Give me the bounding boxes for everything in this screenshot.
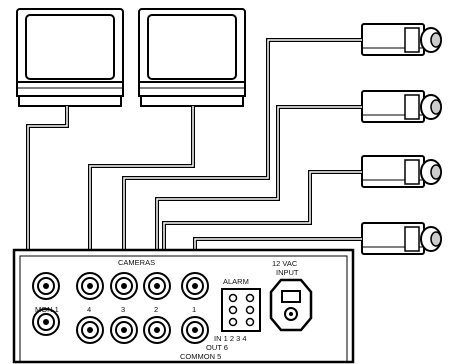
bnc-connector	[181, 316, 209, 344]
camera-2	[361, 90, 442, 123]
power-label: INPUT	[276, 268, 299, 277]
power-connector	[269, 278, 313, 332]
mon-label: MON 1	[35, 305, 59, 314]
monitor-2	[138, 8, 246, 107]
common-label: COMMON 5	[180, 352, 221, 361]
camera-4	[361, 222, 442, 255]
bnc-connector	[110, 272, 138, 300]
bnc-connector	[76, 272, 104, 300]
camera-input-number: 2	[154, 305, 158, 314]
bnc-connector	[143, 316, 171, 344]
bnc-connector	[143, 272, 171, 300]
camera-input-number: 3	[121, 305, 125, 314]
bnc-connector	[32, 272, 60, 300]
bnc-connector	[181, 272, 209, 300]
camera-input-number: 4	[87, 305, 91, 314]
alarm-in-label: IN 1 2 3 4	[214, 334, 247, 343]
bnc-connector	[32, 308, 60, 336]
bnc-connector	[110, 316, 138, 344]
out-label: OUT 6	[206, 343, 228, 352]
alarm-terminal-block	[221, 288, 261, 332]
cameras-label: CAMERAS	[118, 258, 155, 267]
camera-1	[361, 23, 442, 56]
bnc-connector	[76, 316, 104, 344]
alarm-label: ALARM	[223, 277, 249, 286]
camera-3	[361, 155, 442, 188]
bottom-row-number: 1	[192, 305, 196, 314]
power-label: 12 VAC	[272, 259, 298, 268]
monitor-1	[16, 8, 124, 107]
